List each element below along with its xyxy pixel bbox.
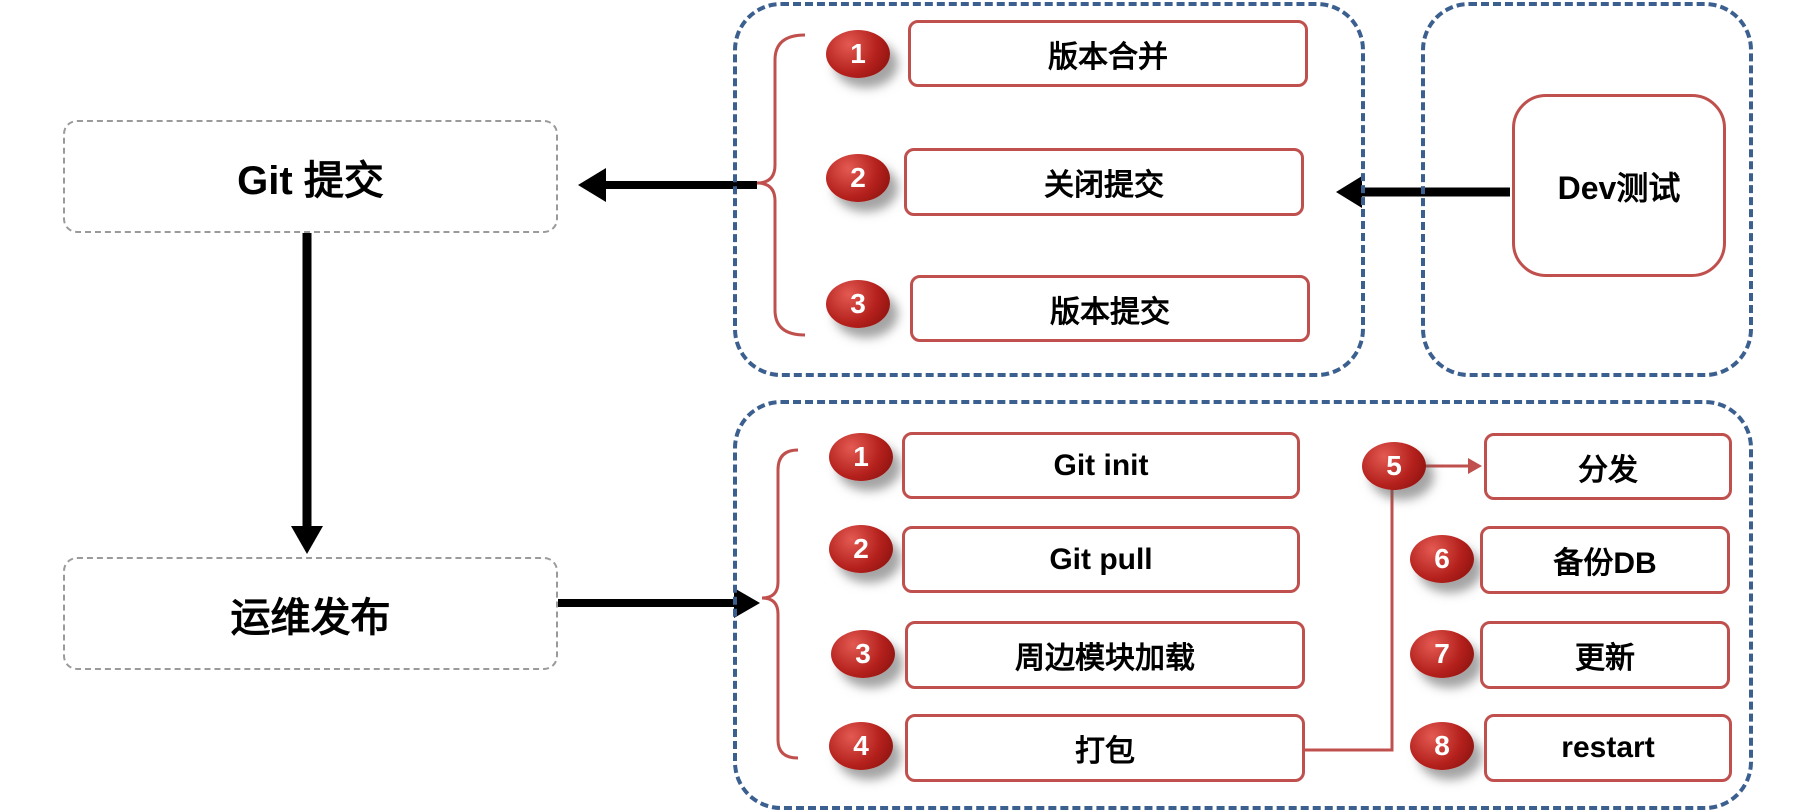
commit-step-2-badge: 2 xyxy=(826,154,890,202)
commit-step-3-label: 版本提交 xyxy=(1050,295,1170,329)
release-step-4-label: 打包 xyxy=(1075,735,1135,768)
release-step-2-box: Git pull xyxy=(902,526,1300,593)
deploy-step-7-label: 更新 xyxy=(1575,642,1635,675)
deploy-step-6-label: 备份DB xyxy=(1553,547,1657,580)
release-step-4-box: 打包 xyxy=(905,714,1305,782)
release-step-3-box: 周边模块加载 xyxy=(905,621,1305,689)
deploy-step-6-badge: 6 xyxy=(1410,535,1474,583)
release-step-3-label: 周边模块加载 xyxy=(1015,642,1195,675)
stage-git-commit: Git 提交 xyxy=(63,120,558,233)
commit-step-3-badge: 3 xyxy=(826,280,890,328)
commit-step-3-box: 版本提交 xyxy=(910,275,1310,342)
commit-steps-group xyxy=(733,2,1365,377)
deploy-step-7-box: 更新 xyxy=(1480,621,1730,689)
release-step-1-label: Git init xyxy=(1053,448,1149,482)
arrow-dev-to-commit-group xyxy=(1336,176,1510,208)
dev-test-label: Dev测试 xyxy=(1557,169,1681,206)
dev-test-group xyxy=(1421,2,1753,377)
commit-step-1-label: 版本合并 xyxy=(1048,40,1168,74)
arrow-5-to-distribute xyxy=(1425,458,1482,474)
deploy-step-6-box: 备份DB xyxy=(1480,526,1730,594)
commit-step-1-box: 版本合并 xyxy=(908,20,1308,87)
stage-git-commit-label: Git 提交 xyxy=(237,158,384,203)
commit-step-1-badge: 1 xyxy=(826,30,890,78)
release-step-2-badge: 2 xyxy=(829,525,893,573)
commit-step-2-label: 关闭提交 xyxy=(1044,169,1164,202)
release-steps-brace xyxy=(761,448,799,760)
release-step-1-badge: 1 xyxy=(829,433,893,481)
dev-test-box: Dev测试 xyxy=(1512,94,1726,277)
connector-package-to-distribute xyxy=(1303,468,1394,752)
commit-step-2-box: 关闭提交 xyxy=(904,148,1304,216)
arrow-release-to-release-group xyxy=(555,588,760,618)
release-step-3-badge: 3 xyxy=(831,630,895,678)
arrow-commit-group-to-git-commit xyxy=(578,168,757,202)
stage-ops-release: 运维发布 xyxy=(63,557,558,670)
release-step-4-badge: 4 xyxy=(829,722,893,770)
deploy-step-5-box: 分发 xyxy=(1484,433,1732,500)
deploy-step-8-box: restart xyxy=(1484,714,1732,782)
deploy-step-8-label: restart xyxy=(1561,731,1655,764)
deploy-step-8-badge: 8 xyxy=(1410,722,1474,770)
release-steps-group xyxy=(733,400,1753,810)
arrow-git-commit-to-release xyxy=(291,232,323,554)
release-step-1-box: Git init xyxy=(902,432,1300,499)
deploy-step-5-badge: 5 xyxy=(1362,442,1426,490)
release-step-2-label: Git pull xyxy=(1049,542,1153,576)
deploy-step-7-badge: 7 xyxy=(1410,630,1474,678)
stage-ops-release-label: 运维发布 xyxy=(230,595,391,640)
deploy-step-5-label: 分发 xyxy=(1578,453,1638,487)
